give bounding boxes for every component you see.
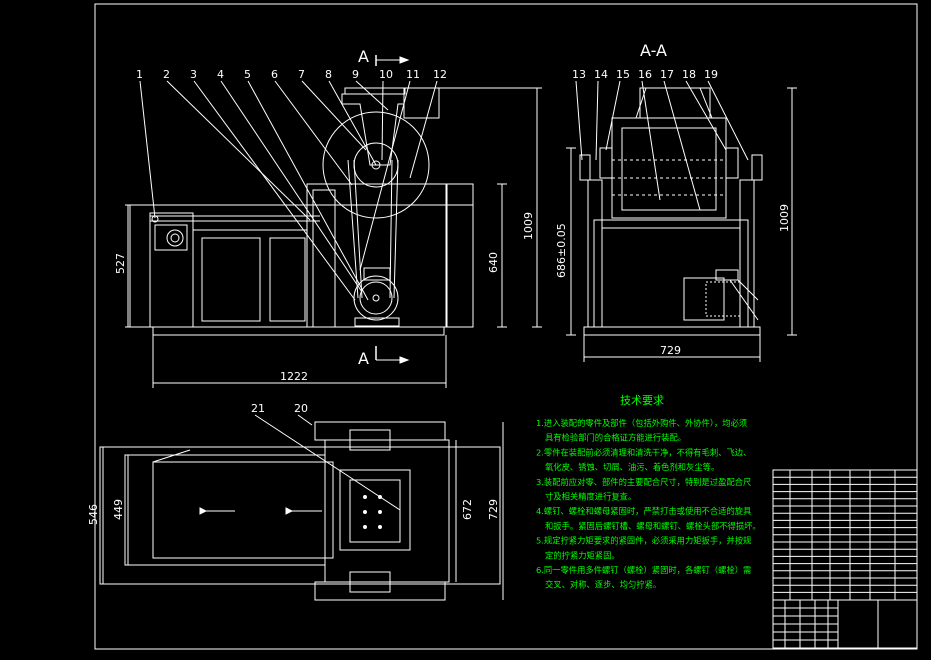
callout-15: 15 bbox=[616, 68, 630, 81]
leader-17 bbox=[663, 80, 701, 211]
leader-7 bbox=[301, 80, 367, 151]
leader-16 bbox=[641, 80, 661, 201]
leader-19 bbox=[707, 80, 749, 161]
note-line: 1.进入装配的零件及部件（包括外购件、外协件），均必须 bbox=[536, 418, 747, 428]
note-line: 寸及相关精度进行复查。 bbox=[545, 492, 636, 502]
note-line: 交叉、对称、逐步、均匀拧紧。 bbox=[545, 580, 661, 590]
side-dimension-lines bbox=[566, 87, 797, 362]
front-leader-lines bbox=[139, 80, 438, 301]
note-line: 2.零件在装配前必须清理和清洗干净，不得有毛刺、飞边、 bbox=[536, 447, 751, 457]
side-leader-lines bbox=[575, 80, 749, 211]
callout-18: 18 bbox=[682, 68, 696, 81]
callout-9: 9 bbox=[352, 68, 359, 81]
note-line: 5.规定拧紧力矩要求的紧固件，必须采用力矩扳手，并按规 bbox=[536, 536, 751, 546]
callout-6: 6 bbox=[271, 68, 278, 81]
note-line: 3.装配前应对零、部件的主要配合尺寸，特别是过盈配合尺 bbox=[536, 477, 751, 487]
callout-12: 12 bbox=[433, 68, 447, 81]
callout-16: 16 bbox=[638, 68, 652, 81]
callout-19: 19 bbox=[704, 68, 718, 81]
callout-17: 17 bbox=[660, 68, 674, 81]
dim-front-height-left: 527 bbox=[114, 253, 127, 274]
callout-10: 10 bbox=[379, 68, 393, 81]
note-line: 4.螺钉、螺栓和螺母紧固时，严禁打击或使用不合适的旋具 bbox=[536, 506, 751, 516]
callout-1: 1 bbox=[136, 68, 143, 81]
leader-10 bbox=[381, 80, 384, 161]
dim-top-depth-mid: 672 bbox=[461, 499, 474, 520]
dim-front-height-right: 1009 bbox=[522, 212, 535, 240]
note-line: 具有检验部门的合格证方能进行装配。 bbox=[545, 433, 686, 443]
callout-13: 13 bbox=[572, 68, 586, 81]
notes-title: 技术要求 bbox=[620, 394, 664, 407]
leader-4 bbox=[220, 80, 363, 293]
leader-1 bbox=[139, 80, 156, 219]
leader-5 bbox=[247, 80, 369, 301]
callout-2: 2 bbox=[163, 68, 170, 81]
callout-14: 14 bbox=[594, 68, 608, 81]
leader-6 bbox=[274, 80, 353, 186]
dim-top-depth-right: 729 bbox=[487, 499, 500, 520]
leader-18 bbox=[685, 80, 727, 151]
leader-13 bbox=[575, 80, 583, 161]
title-block bbox=[772, 469, 918, 649]
section-cut-marks bbox=[375, 55, 410, 364]
leader-20 bbox=[297, 414, 313, 426]
leader-14 bbox=[595, 80, 599, 161]
leader-11 bbox=[359, 80, 411, 271]
section-title: A-A bbox=[640, 41, 667, 60]
callout-8: 8 bbox=[325, 68, 332, 81]
leader-2 bbox=[166, 80, 311, 221]
dim-front-height-mid: 640 bbox=[487, 252, 500, 273]
leader-8 bbox=[328, 80, 377, 166]
note-line: 氧化皮、锈蚀、切屑、油污、着色剂和灰尘等。 bbox=[545, 462, 719, 472]
notes-lines: 1.进入装配的零件及部件（包括外购件、外协件），均必须具有检验部门的合格证方能进… bbox=[536, 418, 761, 590]
dim-top-depth-inner: 449 bbox=[112, 499, 125, 520]
note-line: 和扳手。紧固后螺钉槽、螺母和螺钉、螺栓头部不得损坏。 bbox=[545, 521, 761, 531]
side-callout-numbers: 13 14 15 16 17 18 19 bbox=[572, 68, 718, 81]
callout-3: 3 bbox=[190, 68, 197, 81]
drawing-border bbox=[94, 3, 918, 650]
callout-20: 20 bbox=[294, 402, 308, 415]
leader-12 bbox=[409, 80, 438, 179]
callout-4: 4 bbox=[217, 68, 224, 81]
front-dimension-lines bbox=[125, 87, 542, 388]
leader-15 bbox=[605, 80, 621, 151]
callout-11: 11 bbox=[406, 68, 420, 81]
dim-top-depth-outer: 546 bbox=[87, 504, 100, 525]
dim-side-width: 729 bbox=[660, 344, 681, 357]
leader-3 bbox=[193, 80, 356, 301]
front-view bbox=[127, 87, 474, 336]
dim-front-width: 1222 bbox=[280, 370, 308, 383]
dim-side-height-left: 686±0.05 bbox=[555, 223, 568, 278]
top-leader-lines bbox=[254, 414, 401, 511]
note-line: 6.同一零件用多件螺钉（螺栓）紧固时，各螺钉（螺栓）需 bbox=[536, 565, 751, 575]
side-view bbox=[579, 87, 763, 336]
callout-7: 7 bbox=[298, 68, 305, 81]
cut-label-bottom: A bbox=[358, 349, 369, 368]
callout-21: 21 bbox=[251, 402, 265, 415]
cut-label-top: A bbox=[358, 47, 369, 66]
note-line: 定的拧紧力矩紧固。 bbox=[545, 550, 620, 560]
dim-side-height-right: 1009 bbox=[778, 204, 791, 232]
top-view bbox=[99, 421, 501, 601]
callout-5: 5 bbox=[244, 68, 251, 81]
top-dimension-lines bbox=[102, 422, 504, 600]
leader-21 bbox=[254, 414, 401, 511]
